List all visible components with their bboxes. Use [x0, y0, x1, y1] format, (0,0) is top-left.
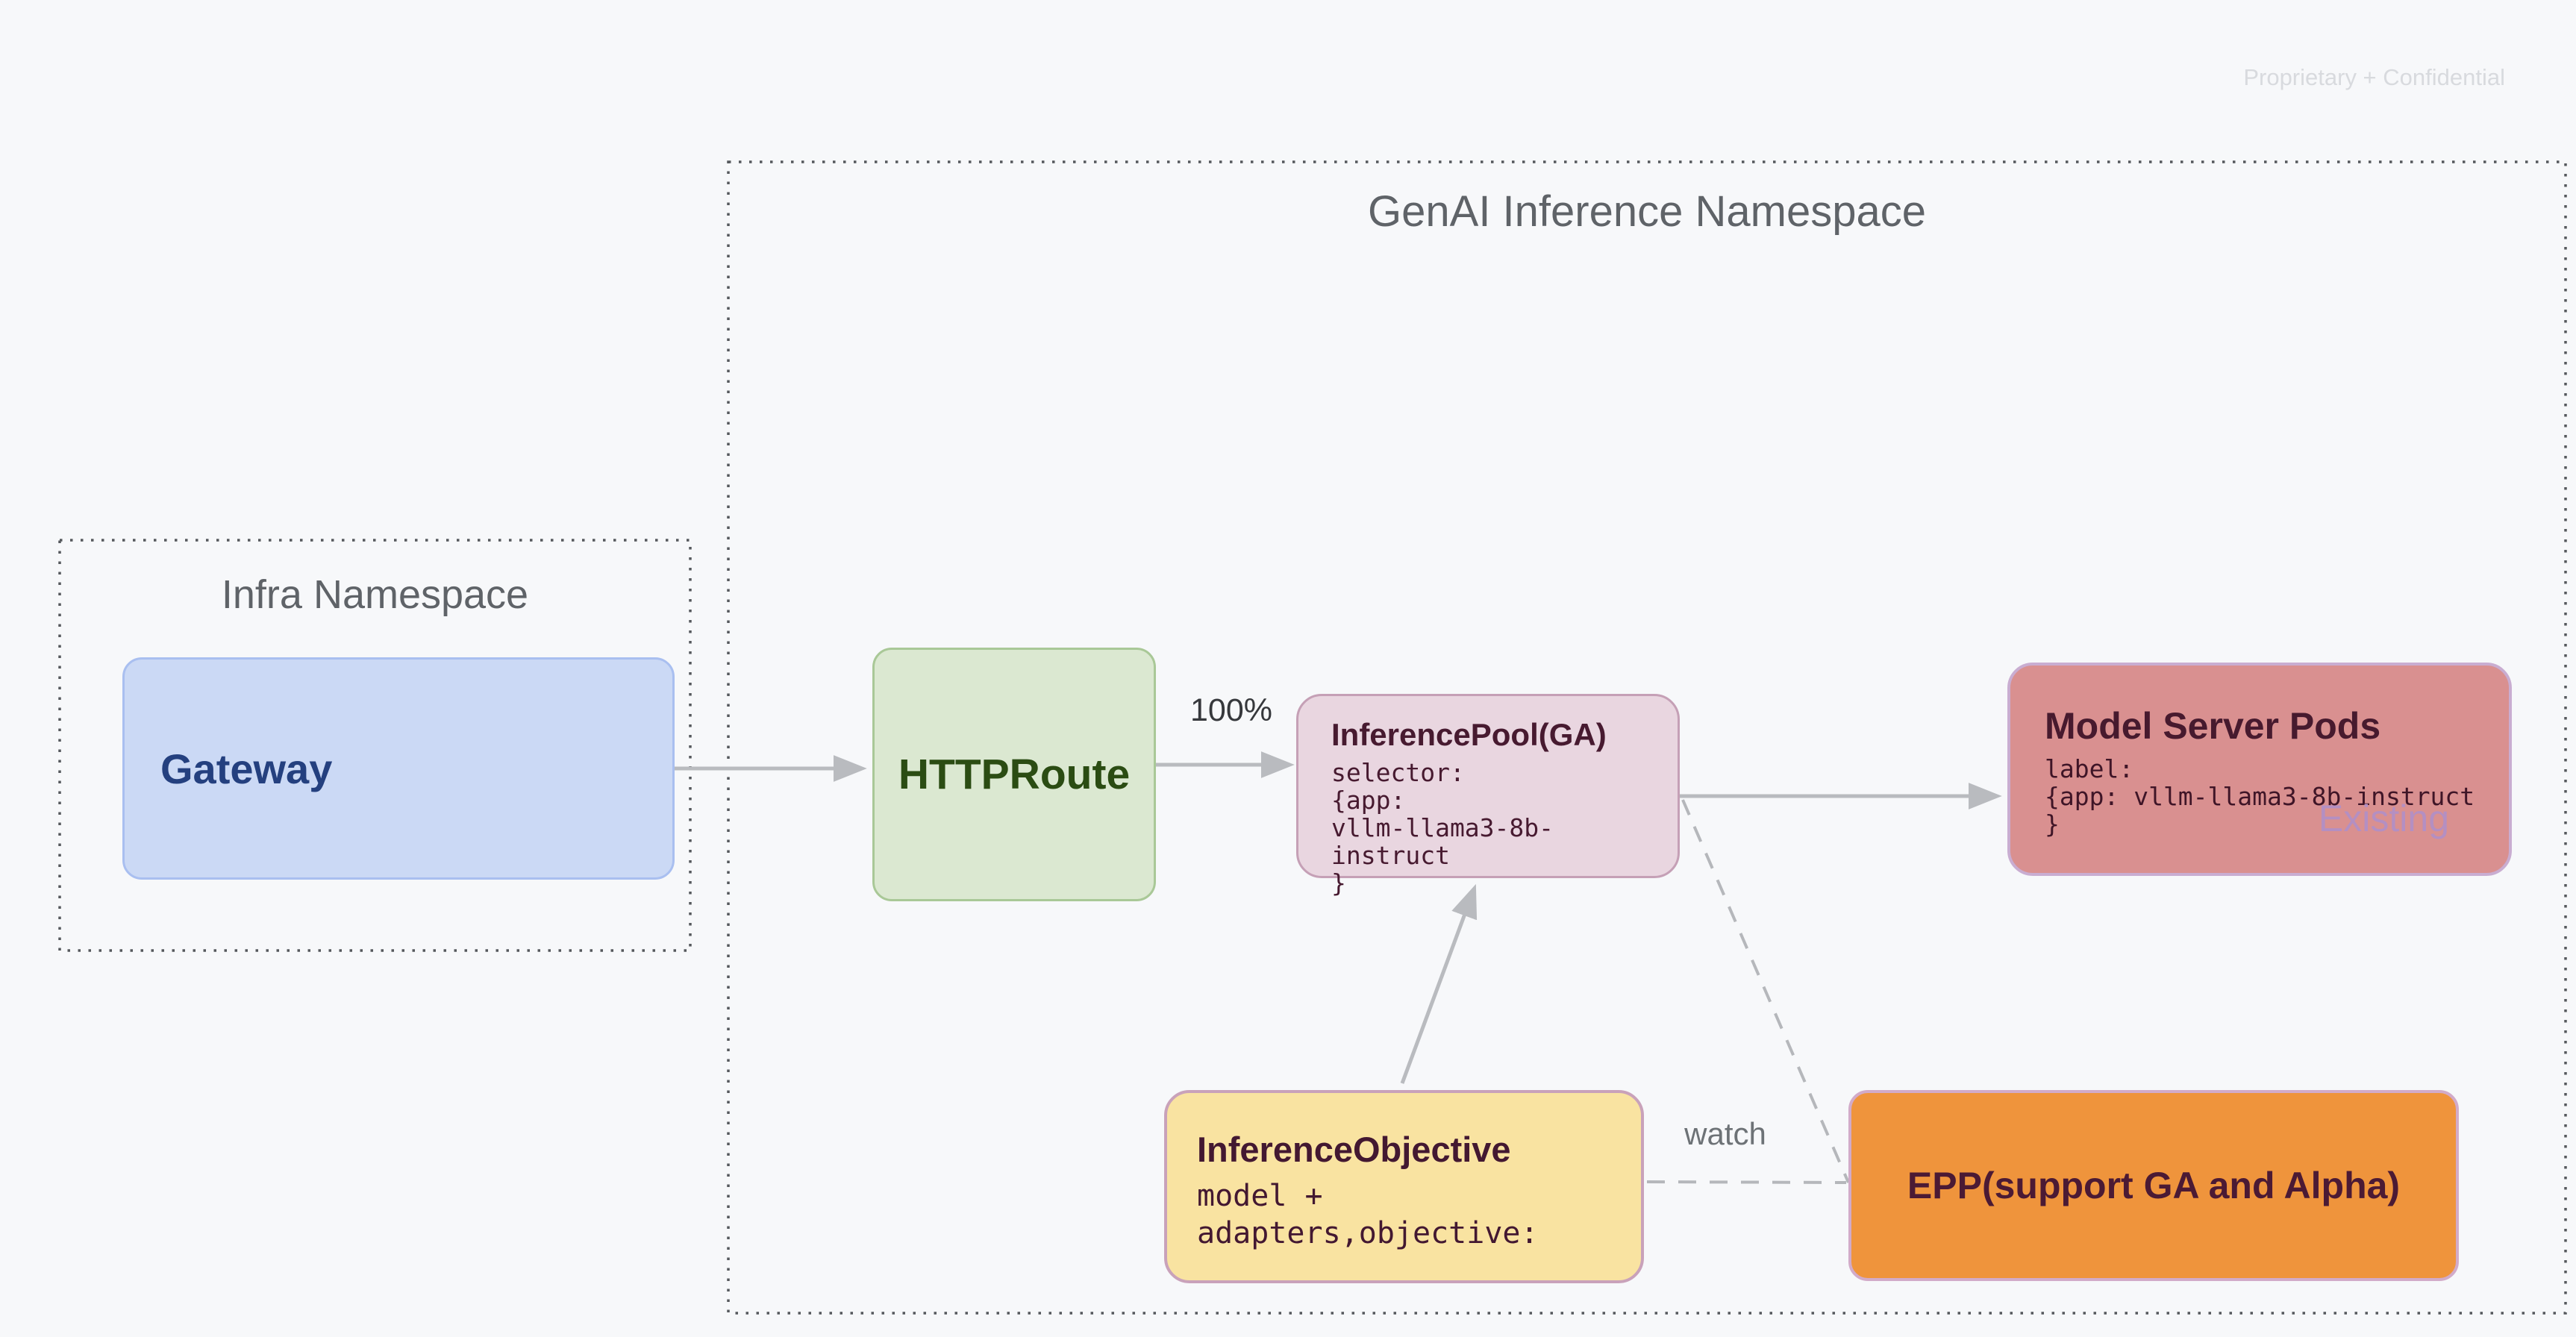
genai-namespace-border: [727, 160, 2567, 1315]
edge-inferencepool-to-epp-dashed: [1681, 799, 1850, 1183]
inferenceobjective-node: InferenceObjective model + adapters,obje…: [1164, 1090, 1644, 1283]
inferenceobjective-title: InferenceObjective: [1197, 1130, 1511, 1169]
httproute-label: HTTPRoute: [898, 751, 1131, 798]
inferenceobjective-code: model + adapters,objective:: [1197, 1179, 1539, 1250]
httproute-node: HTTPRoute: [872, 648, 1156, 901]
infra-namespace-title: Infra Namespace: [221, 572, 529, 617]
epp-node: EPP(support GA and Alpha): [1848, 1090, 2459, 1281]
epp-label: EPP(support GA and Alpha): [1907, 1165, 2401, 1206]
traffic-split-label: 100%: [1190, 692, 1272, 728]
genai-namespace-title: GenAI Inference Namespace: [1368, 187, 1926, 236]
gateway-label: Gateway: [160, 745, 333, 792]
edge-inferenceobjective-to-epp-dashed: [1646, 1180, 1847, 1184]
modelserverpods-title: Model Server Pods: [2045, 705, 2381, 747]
gateway-node: Gateway: [122, 657, 675, 880]
watch-label: watch: [1684, 1116, 1766, 1151]
infra-namespace-border: [58, 539, 692, 952]
edge-inferenceobjective-to-inferencepool: [1400, 883, 1478, 1084]
confidential-note: Proprietary + Confidential: [2243, 64, 2505, 90]
inferencepool-title: InferencePool(GA): [1331, 717, 1607, 752]
inferencepool-selector-code: selector: {app: vllm-llama3-8b-instruct …: [1331, 758, 1554, 898]
modelserverpods-node: Model Server Pods label: {app: vllm-llam…: [2007, 663, 2512, 876]
existing-badge: Existing: [2318, 798, 2449, 839]
modelserverpods-label-code: label: {app: vllm-llama3-8b-instruct }: [2045, 754, 2475, 839]
inferencepool-node: InferencePool(GA) selector: {app: vllm-l…: [1296, 694, 1680, 897]
